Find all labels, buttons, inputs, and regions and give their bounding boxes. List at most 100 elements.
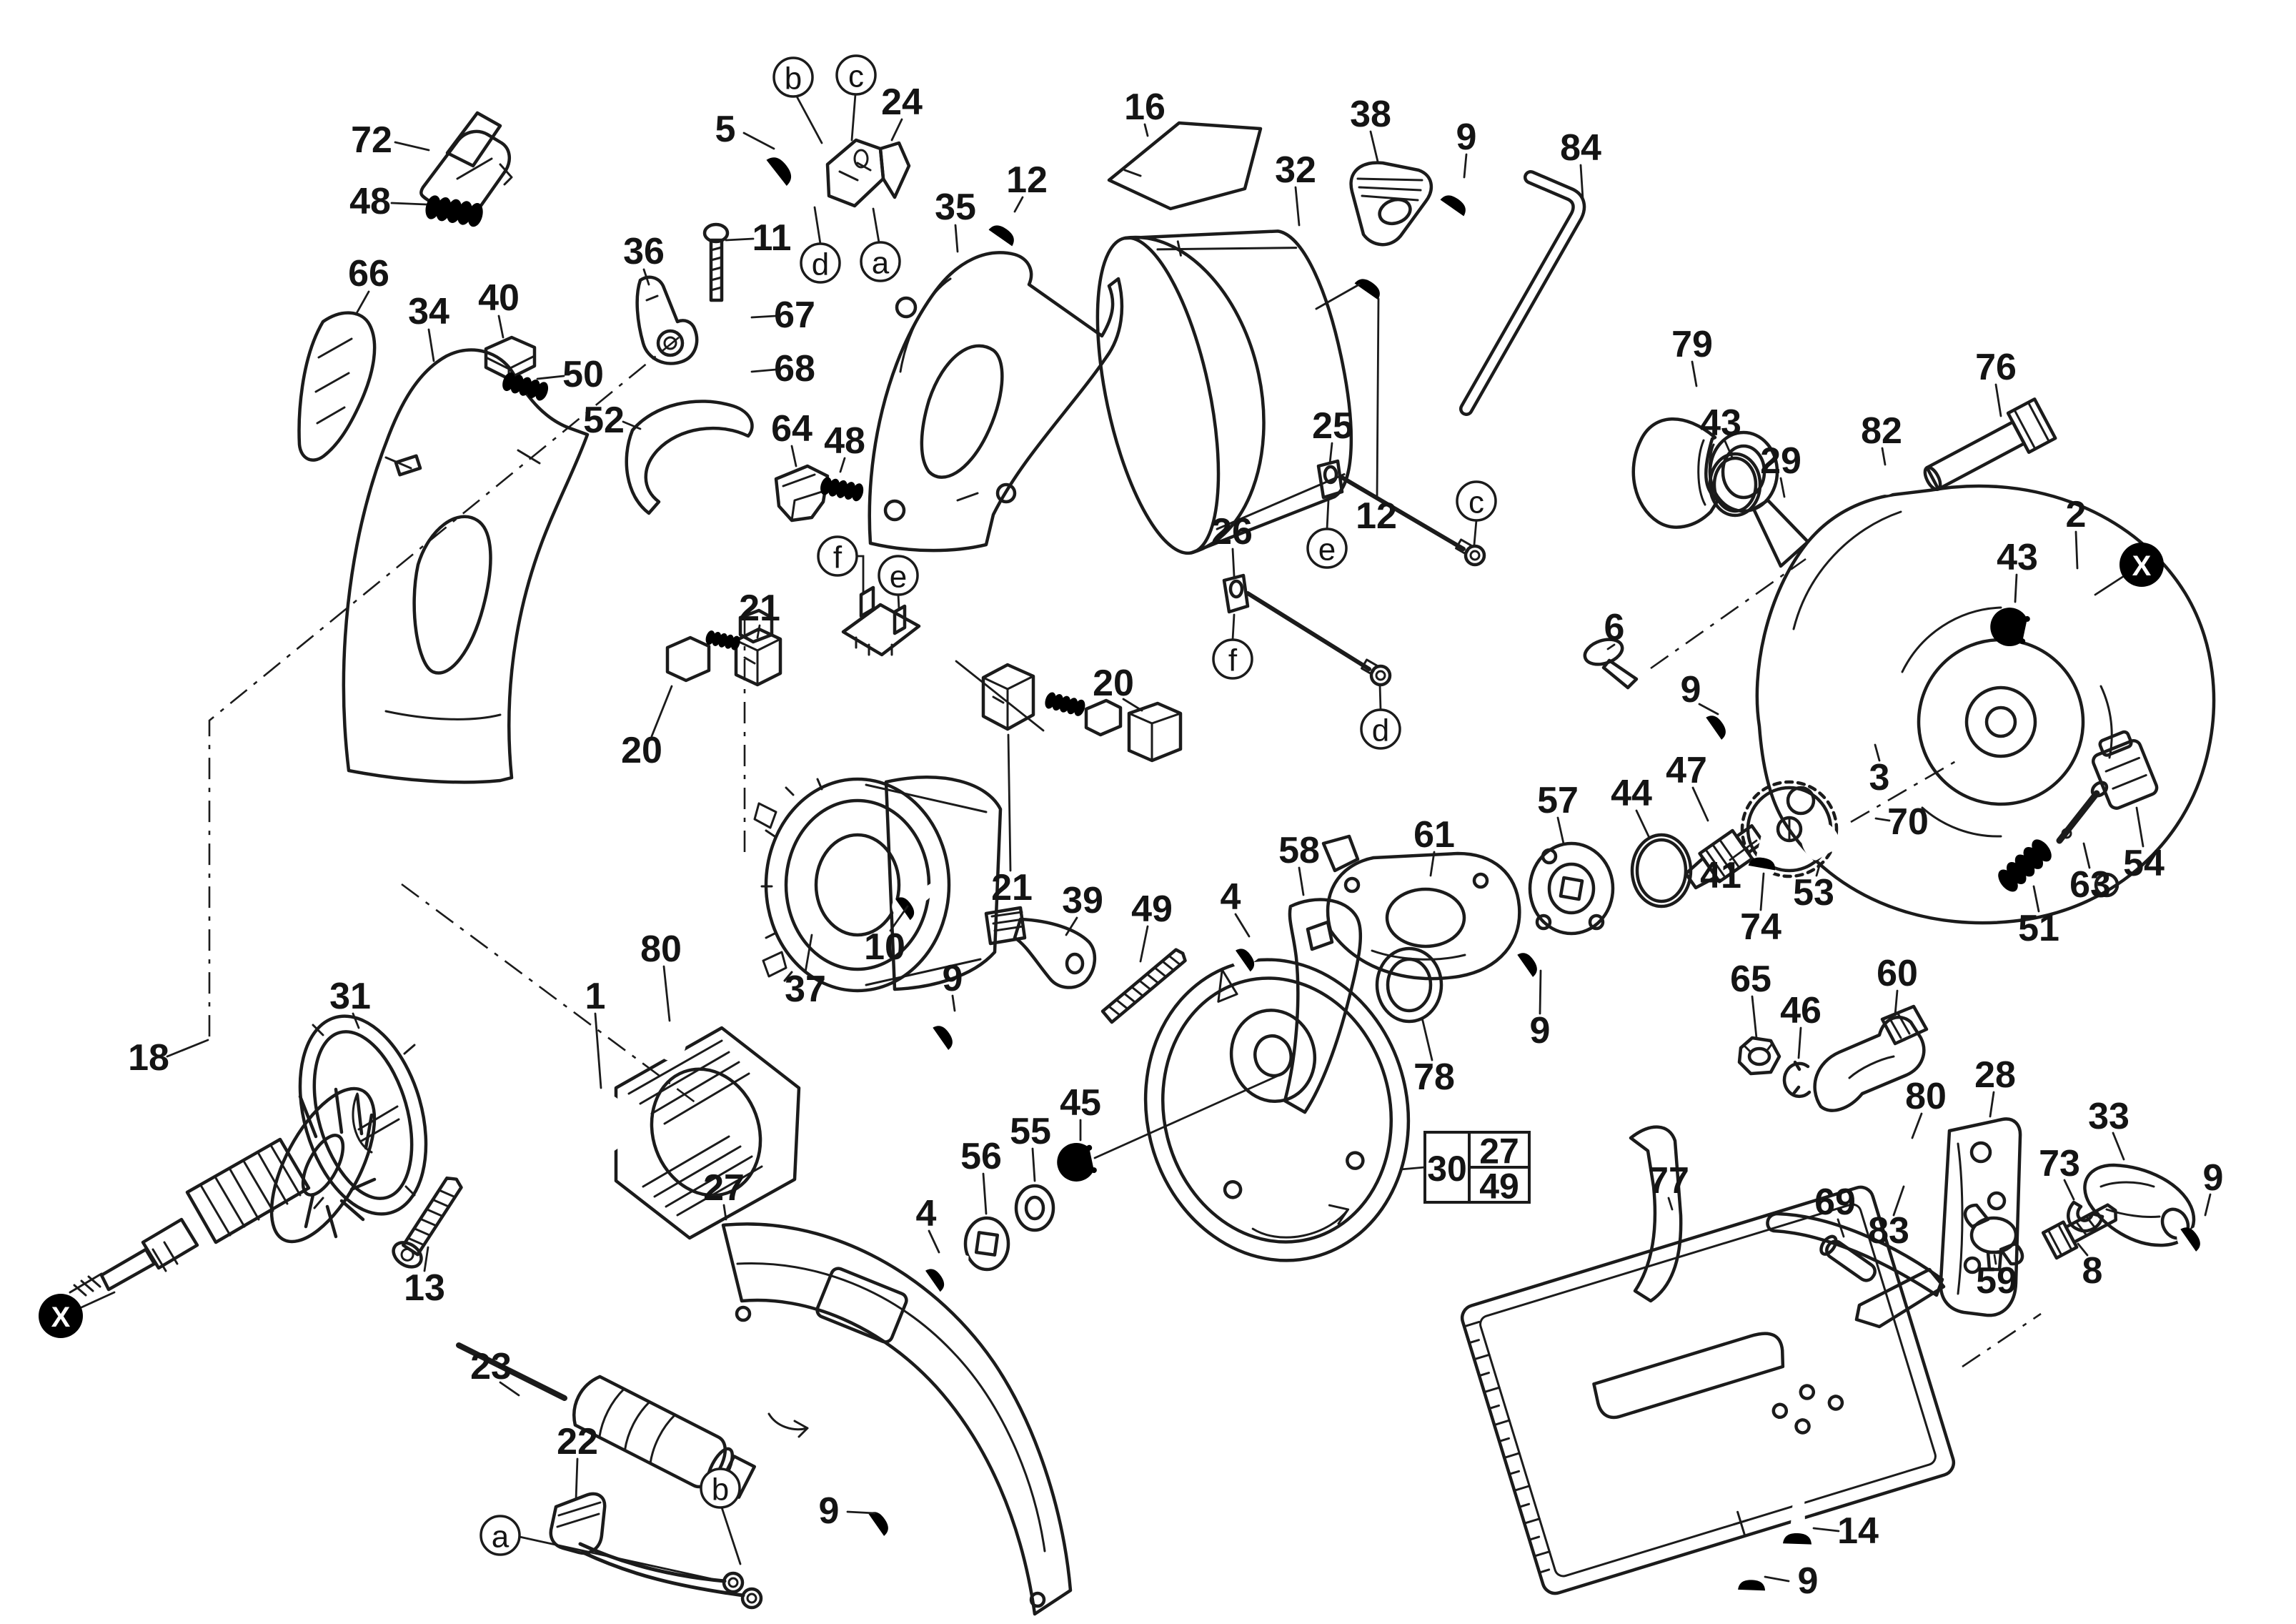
leader-line (1463, 153, 1468, 179)
part-50-spring (500, 368, 551, 405)
part-number-34: 34 (408, 291, 449, 332)
ref-table-sub-bottom: 49 (1479, 1167, 1519, 1207)
part-8-hex-bolt (2041, 1203, 2117, 1260)
leader-line (750, 368, 777, 373)
leader-line (928, 1229, 940, 1254)
part-number-79: 79 (1671, 324, 1713, 365)
part-number-36: 36 (623, 231, 665, 272)
part-60-adjust-lever (1813, 1004, 1929, 1112)
construction-lines (208, 336, 2042, 1368)
leader-line (1837, 1218, 1845, 1238)
part-33-grip-knob (2083, 1163, 2196, 1247)
leader-line (1473, 519, 1478, 546)
part-number-6: 6 (1604, 607, 1625, 648)
part-number-83: 83 (1868, 1210, 1909, 1252)
leader-line (518, 1535, 723, 1583)
part-number-70: 70 (1887, 801, 1929, 843)
part-number-72: 72 (351, 119, 392, 161)
part-number-2: 2 (2066, 494, 2087, 535)
part-number-35: 35 (935, 187, 976, 228)
part-46-e-ring (1782, 1060, 1812, 1099)
part-number-58: 58 (1278, 830, 1320, 871)
part-66-lock-lever (297, 311, 377, 462)
part-number-27: 27 (703, 1167, 745, 1209)
x-marker-label: X (2132, 550, 2152, 582)
part-number-67: 67 (774, 294, 815, 336)
part-number-76: 76 (1975, 347, 2017, 388)
letter-callout-circle (860, 241, 901, 282)
part-number-24: 24 (881, 81, 923, 123)
part-35-housing-cover (868, 251, 1124, 553)
part-number-49: 49 (1131, 888, 1173, 930)
part-10-screw (887, 873, 946, 926)
leader-line (2204, 1193, 2212, 1217)
leader-line (1139, 925, 1149, 963)
letter-callout-a: a (492, 1520, 510, 1555)
leader-line (642, 268, 650, 286)
part-9e-screw (1737, 1543, 1767, 1601)
part-43-oring (1708, 452, 1762, 518)
leader-line (1539, 969, 1542, 1015)
part-number-45: 45 (1060, 1082, 1101, 1124)
part-14-screw (1782, 1495, 1814, 1555)
part-83-washer (1910, 1164, 1934, 1192)
part-number-64: 64 (771, 408, 812, 450)
part-number-9: 9 (1798, 1560, 1819, 1602)
part-number-9: 9 (1681, 669, 1701, 710)
part-number-50: 50 (562, 354, 604, 395)
leader-line (795, 95, 823, 144)
leader-line (1606, 643, 1616, 650)
leader-line (790, 445, 797, 467)
leader-line (1759, 872, 1765, 911)
part-80-flat-washer (656, 1025, 686, 1061)
part-number-10: 10 (864, 926, 905, 968)
leader-line (2094, 575, 2125, 596)
part-5-screw (756, 125, 831, 194)
part-49-threaded-rod (1100, 948, 1187, 1024)
leader-line (2077, 1242, 2089, 1257)
part-52-wire-guard (625, 400, 754, 515)
part-number-61: 61 (1413, 814, 1455, 856)
part-number-80: 80 (640, 929, 682, 970)
part-4-screw-left (1227, 925, 1286, 977)
leader-line (2082, 842, 2091, 869)
leader-line (594, 1012, 602, 1089)
part-number-33: 33 (2088, 1096, 2129, 1137)
part-number-29: 29 (1760, 440, 1801, 482)
part-66-grip-lines (314, 337, 353, 425)
part-number-9: 9 (819, 1490, 840, 1532)
part-65-hex-nut (1737, 1036, 1781, 1076)
leader-12b (1315, 283, 1361, 310)
part-30-guard-base (1143, 958, 1411, 1262)
leader-line (742, 132, 775, 150)
leader-line (1989, 1091, 1995, 1118)
leader-line (1874, 817, 1891, 822)
part-55-washer (1014, 1184, 1055, 1232)
part-number-63: 63 (2069, 864, 2111, 906)
part-43b-snap-ring (1987, 604, 2032, 650)
part-number-26: 26 (1211, 511, 1253, 553)
part-number-51: 51 (2018, 908, 2059, 949)
part-number-43: 43 (1700, 402, 1741, 444)
leader-line (390, 202, 427, 206)
leader-line (1723, 438, 1734, 459)
part-number-25: 25 (1312, 405, 1353, 447)
leader-line (622, 420, 642, 430)
part-number-54: 54 (2123, 843, 2165, 884)
part-32-motor-barrel (1095, 229, 1353, 555)
leader-line (536, 375, 565, 380)
part-54-lock-button (2092, 730, 2159, 810)
x-marker-label: X (51, 1302, 71, 1333)
assembly-line (1093, 1072, 1284, 1159)
letter-callout-e: e (1318, 533, 1336, 568)
letter-callout-circle (817, 535, 858, 577)
leader-line (1556, 816, 1565, 845)
leader-line (2135, 806, 2145, 848)
leader-line (2074, 530, 2079, 570)
part-number-48: 48 (824, 420, 865, 462)
x-marker-circle (2119, 543, 2164, 587)
part-number-78: 78 (1413, 1056, 1455, 1098)
leader-line (897, 593, 900, 610)
part-1-ball-bearing (575, 1093, 630, 1154)
